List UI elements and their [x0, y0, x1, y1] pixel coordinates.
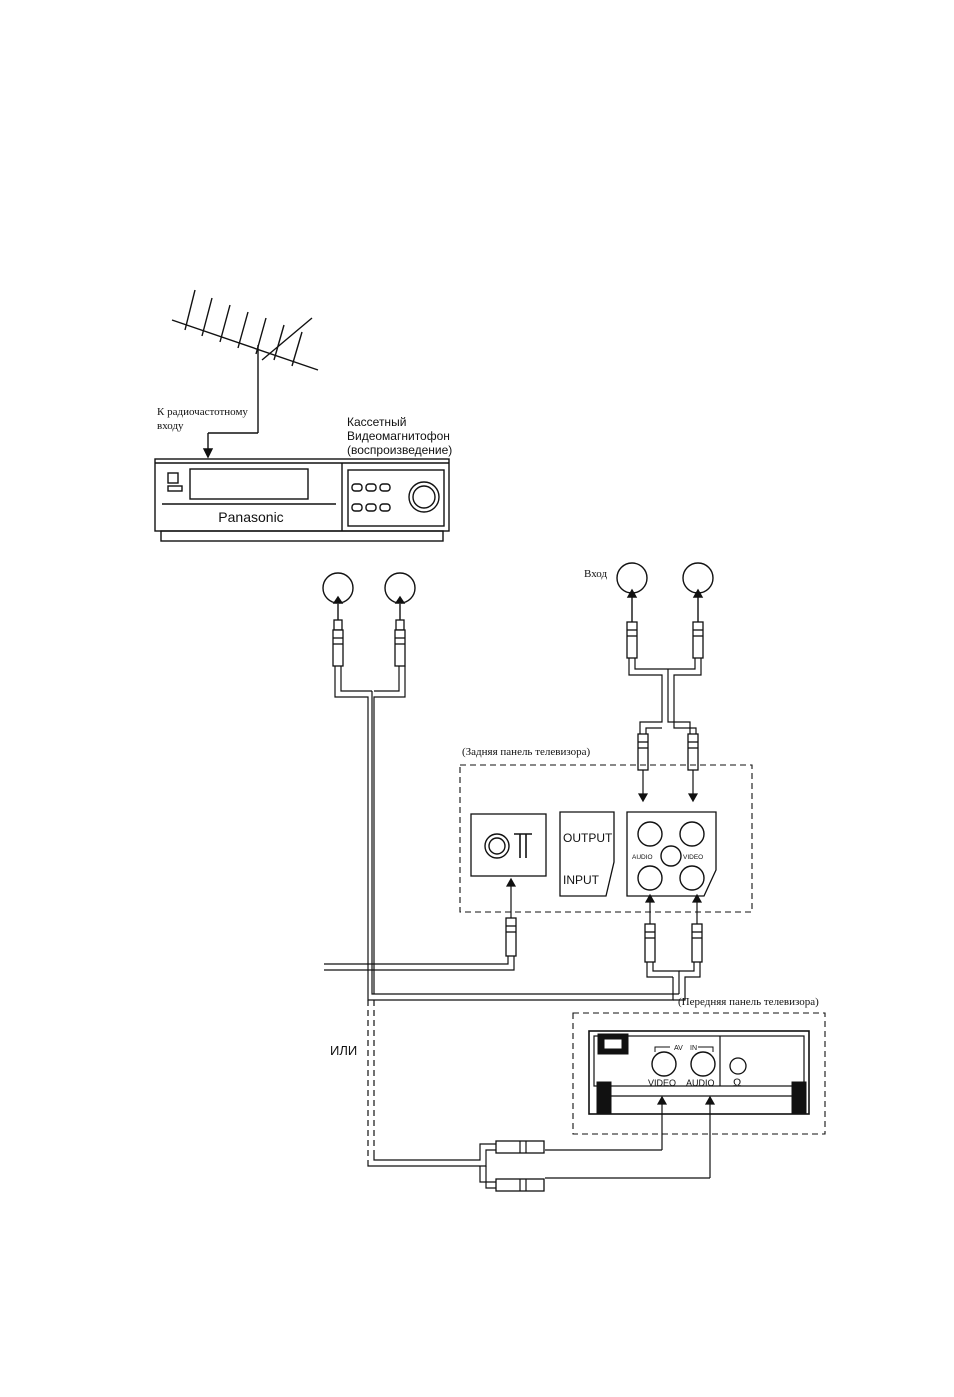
output-label: OUTPUT	[563, 831, 613, 845]
rca-plug-icon	[333, 620, 405, 666]
headphone-icon: Ω	[733, 1077, 741, 1089]
arrows-from-rear	[646, 895, 701, 924]
input-label: Вход	[584, 568, 607, 580]
video-rear-label: VIDEO	[683, 854, 703, 861]
in-label: IN	[690, 1045, 697, 1052]
tv-front-panel-icon	[573, 1013, 825, 1134]
rf-input-label-2: входу	[157, 420, 184, 432]
av-label: AV	[674, 1045, 683, 1052]
video-front-label: VIDEO	[648, 1078, 676, 1088]
alt-cable-dashed	[368, 1000, 374, 1160]
vcr-label-3: (воспроизведение)	[347, 443, 452, 457]
cable-top-right	[629, 658, 701, 734]
brand-label: Panasonic	[218, 509, 283, 525]
vcr-label-1: Кассетный	[347, 415, 406, 429]
audio-rear-label: AUDIO	[632, 854, 653, 861]
tv-rear-label: (Задняя панель телевизора)	[462, 746, 591, 758]
rca-plug-icon	[638, 734, 698, 770]
vcr-label-2: Видеомагнитофон	[347, 429, 450, 443]
input-jack-label: INPUT	[563, 873, 600, 887]
tv-front-label: (Передняя панель телевизора)	[678, 996, 819, 1008]
cable-rf	[324, 879, 515, 970]
cable-front	[368, 1097, 714, 1191]
antenna-icon	[172, 290, 318, 457]
rca-plug-icon	[627, 622, 703, 658]
arrows-to-rear	[639, 770, 697, 801]
audio-front-label: AUDIO	[686, 1078, 715, 1088]
vcr-output-jacks	[323, 573, 415, 620]
rca-plug-icon	[506, 918, 516, 956]
input-jacks	[617, 563, 713, 622]
vcr-icon	[155, 459, 449, 541]
rf-input-label-1: К радиочастотному	[157, 406, 248, 418]
or-label: ИЛИ	[330, 1043, 357, 1058]
rca-plug-icon	[645, 924, 702, 962]
